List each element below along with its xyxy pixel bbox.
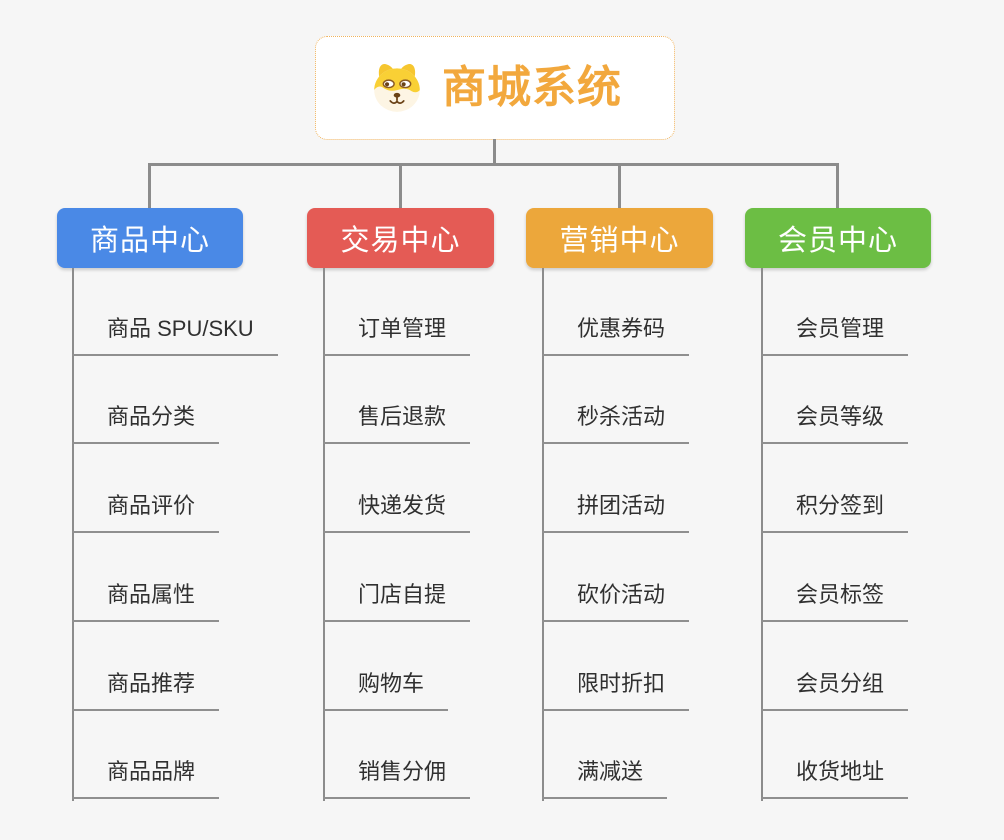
leaf-topic[interactable]: 订单管理	[323, 312, 471, 356]
leaf-topic[interactable]: 购物车	[323, 667, 449, 711]
leaf-topic[interactable]: 秒杀活动	[542, 400, 690, 444]
leaf-topic[interactable]: 积分签到	[761, 489, 909, 533]
leaf-topic[interactable]: 销售分佣	[323, 755, 471, 799]
branch-trade-children: 订单管理 售后退款 快递发货 门店自提 购物车 销售分佣	[323, 268, 573, 801]
branch-marketing-children: 优惠券码 秒杀活动 拼团活动 砍价活动 限时折扣 满减送	[542, 268, 792, 801]
leaf-topic[interactable]: 满减送	[542, 755, 668, 799]
leaf-topic[interactable]: 门店自提	[323, 578, 471, 622]
branch-product-children: 商品 SPU/SKU 商品分类 商品评价 商品属性 商品推荐 商品品牌	[72, 268, 322, 801]
branch-label: 商品中心	[89, 225, 210, 257]
connector-bus	[148, 163, 839, 166]
connector-column-line	[72, 268, 74, 801]
branch-trade-center[interactable]: 交易中心	[307, 208, 494, 268]
leaf-topic[interactable]: 商品属性	[72, 578, 220, 622]
leaf-topic[interactable]: 砍价活动	[542, 578, 690, 622]
leaf-topic[interactable]: 会员管理	[761, 312, 909, 356]
connector-drop-member	[836, 165, 839, 210]
leaf-topic[interactable]: 商品评价	[72, 489, 220, 533]
branch-marketing-center[interactable]: 营销中心	[526, 208, 713, 268]
connector-column-line	[542, 268, 544, 801]
connector-drop-product	[148, 165, 151, 210]
dog-face-icon	[368, 62, 426, 114]
branch-label: 营销中心	[559, 225, 680, 257]
leaf-topic[interactable]: 售后退款	[323, 400, 471, 444]
branch-label: 会员中心	[777, 225, 898, 257]
leaf-topic[interactable]: 收货地址	[761, 755, 909, 799]
connector-drop-trade	[399, 165, 402, 210]
leaf-topic[interactable]: 会员标签	[761, 578, 909, 622]
leaf-topic[interactable]: 快递发货	[323, 489, 471, 533]
branch-member-center[interactable]: 会员中心	[745, 208, 931, 268]
leaf-topic[interactable]: 会员等级	[761, 400, 909, 444]
root-topic[interactable]: 商城系统	[315, 36, 675, 140]
branch-label: 交易中心	[340, 225, 461, 257]
leaf-topic[interactable]: 商品推荐	[72, 667, 220, 711]
leaf-topic[interactable]: 会员分组	[761, 667, 909, 711]
connector-column-line	[761, 268, 763, 801]
connector-drop-marketing	[618, 165, 621, 210]
leaf-topic[interactable]: 商品品牌	[72, 755, 220, 799]
leaf-topic[interactable]: 商品分类	[72, 400, 220, 444]
connector-root-stub	[493, 139, 496, 165]
branch-member-children: 会员管理 会员等级 积分签到 会员标签 会员分组 收货地址	[761, 268, 1004, 801]
leaf-topic[interactable]: 限时折扣	[542, 667, 690, 711]
leaf-topic[interactable]: 商品 SPU/SKU	[72, 312, 278, 356]
branch-product-center[interactable]: 商品中心	[57, 208, 243, 268]
root-topic-label: 商城系统	[442, 63, 622, 112]
leaf-topic[interactable]: 优惠券码	[542, 312, 690, 356]
leaf-topic[interactable]: 拼团活动	[542, 489, 690, 533]
connector-column-line	[323, 268, 325, 801]
